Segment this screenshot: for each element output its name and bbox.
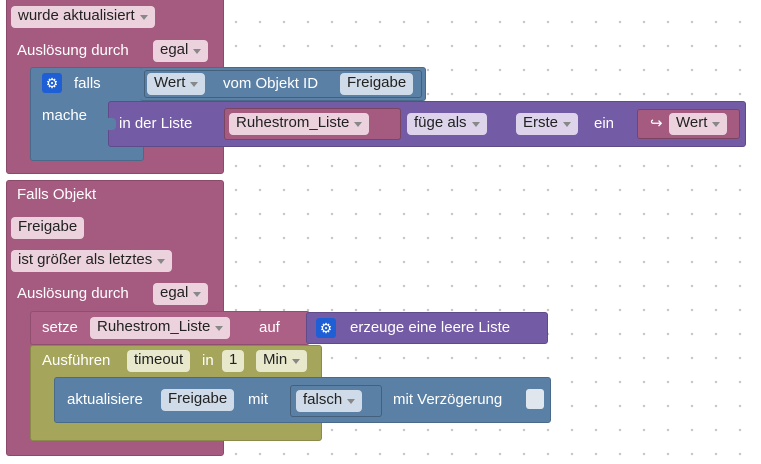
- falls-label: falls: [74, 75, 101, 92]
- ausloesung-label: Auslösung durch: [17, 42, 129, 59]
- list-insert-notch: [108, 118, 116, 130]
- arrow-icon: ↪: [650, 115, 663, 132]
- ausloesung-label: Auslösung durch: [17, 285, 129, 302]
- setze-label: setze: [42, 319, 78, 336]
- mache-label: mache: [42, 107, 88, 124]
- falls-objekt-label: Falls Objekt: [17, 186, 97, 203]
- in-label: in: [202, 352, 214, 369]
- attr-dropdown[interactable]: Wert: [147, 73, 206, 95]
- auf-label: auf: [259, 319, 280, 336]
- timeout-var-field[interactable]: timeout: [127, 350, 191, 372]
- ausfuehren-label: Ausführen: [42, 352, 111, 369]
- gear-icon[interactable]: ⚙: [316, 318, 336, 338]
- vom-objekt-label: vom Objekt ID: [223, 75, 319, 92]
- value-dropdown[interactable]: Wert: [669, 113, 728, 135]
- in-der-liste-label: in der Liste: [119, 115, 193, 132]
- mode-dropdown[interactable]: füge als: [407, 113, 487, 135]
- mit-label: mit: [248, 391, 268, 408]
- object-id-field[interactable]: Freigabe: [340, 73, 414, 95]
- position-dropdown[interactable]: Erste: [516, 113, 579, 135]
- condition-dropdown[interactable]: ist größer als letztes: [11, 250, 173, 272]
- unit-dropdown[interactable]: Min: [256, 350, 308, 372]
- ein-label: ein: [594, 115, 615, 132]
- create-list-label: erzeuge eine leere Liste: [350, 319, 511, 336]
- gear-icon[interactable]: ⚙: [42, 73, 62, 93]
- update-object-field[interactable]: Freigabe: [161, 389, 235, 411]
- aktualisiere-label: aktualisiere: [67, 391, 143, 408]
- set-var-dropdown[interactable]: Ruhestrom_Liste: [90, 317, 231, 339]
- create-list-block[interactable]: [306, 312, 548, 344]
- update-value-dropdown[interactable]: falsch: [296, 390, 363, 412]
- verzoegerung-label: mit Verzögerung: [393, 391, 503, 408]
- delay-field[interactable]: 1: [222, 350, 245, 372]
- list-var-dropdown[interactable]: Ruhestrom_Liste: [229, 113, 370, 135]
- delay-checkbox[interactable]: [526, 389, 544, 409]
- ausloesung-dropdown[interactable]: egal: [153, 40, 209, 62]
- object-field[interactable]: Freigabe: [11, 217, 85, 239]
- ausloesung-dropdown[interactable]: egal: [153, 283, 209, 305]
- trigger-dropdown[interactable]: wurde aktualisiert: [11, 6, 155, 28]
